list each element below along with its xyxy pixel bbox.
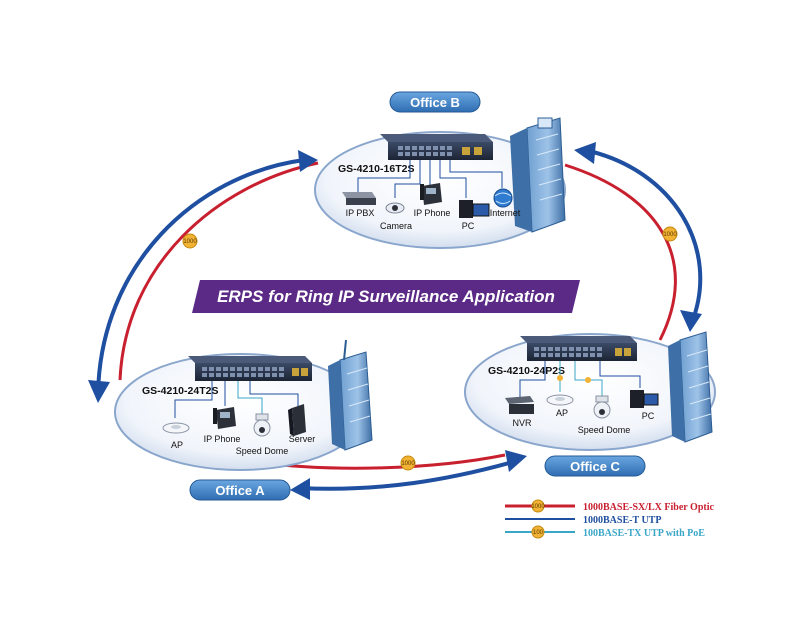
pc-icon [459,200,490,218]
office-b-group: GS-4210-16T2S IP PBX Camera IP Phone [314,91,566,249]
office-a-switch-icon [188,356,312,381]
office-c-group: GS-4210-24P2S NVR AP Speed Dome [464,331,716,477]
office-c-building-icon [668,331,713,443]
arrow-head-left-top [298,150,318,172]
office-b-building-icon [510,117,566,233]
ring-links: 1000 1000 1000 [88,142,703,500]
office-b-connections [357,160,503,198]
arrow-head-right-top [574,142,596,164]
arrow-head-left-bottom [88,380,110,403]
speed-dome-icon [253,413,271,437]
fiber-link-b-c [564,163,677,341]
office-c-device-label-2: AP [556,408,568,418]
office-a-device-label-3: Speed Dome [236,446,289,456]
utp-link-a-c [299,458,521,491]
internet-globe-icon [493,188,513,208]
speed-dome-icon [593,395,611,419]
svg-text:1000: 1000 [663,232,677,238]
svg-text:100: 100 [533,530,544,536]
office-c-label: Office C [570,459,620,474]
office-b-switch-model: GS-4210-16T2S [338,163,414,175]
office-c-device-label-3: Speed Dome [578,425,631,435]
fiber-link-b-a [118,161,319,381]
legend-fiber: 1000 1000BASE-SX/LX Fiber Optic [505,499,714,513]
legend-utp: 1000BASE-T UTP [505,515,661,526]
ip-pbx-icon [342,192,376,205]
legend-poe: 100 100BASE-TX UTP with PoE [505,525,705,539]
utp-link-b-a [96,158,305,396]
office-a-connections [174,381,226,418]
office-b-label: Office B [410,95,460,110]
office-a-building-icon [328,339,373,451]
server-icon [288,404,306,436]
office-a-device-label-2: IP Phone [204,434,241,444]
title-banner: ERPS for Ring IP Surveillance Applicatio… [192,280,580,313]
office-a-switch-model: GS-4210-24T2S [142,385,218,397]
office-c-switch-icon [520,336,637,361]
office-c-device-label-1: NVR [512,418,532,428]
office-b-device-label-4: PC [462,221,475,231]
office-b-label-badge: Office B [389,91,481,113]
utp-link-b-c [584,148,703,323]
office-b-switch-icon [380,134,493,160]
office-c-switch-model: GS-4210-24P2S [488,365,565,377]
office-c-ellipse [464,333,716,451]
page-title: ERPS for Ring IP Surveillance Applicatio… [217,287,555,306]
link-badge-bottom: 1000 [400,455,416,471]
office-c-connections [519,361,641,398]
ip-phone-icon [420,183,442,205]
svg-text:1000: 1000 [183,239,197,245]
office-b-device-label-3: IP Phone [414,208,451,218]
legend-label-utp: 1000BASE-T UTP [583,515,661,526]
link-badge-right: 1000 [662,226,678,242]
office-b-device-label-2: Camera [380,221,412,231]
nvr-icon [505,396,534,414]
svg-text:1000: 1000 [531,504,545,510]
office-c-label-badge: Office C [544,455,646,477]
legend: 1000 1000BASE-SX/LX Fiber Optic 1000BASE… [505,499,714,539]
pc-icon [630,390,659,408]
svg-text:1000: 1000 [401,461,415,467]
legend-label-fiber: 1000BASE-SX/LX Fiber Optic [583,502,714,513]
arrow-head-right-bottom [680,310,702,332]
office-c-device-label-4: PC [642,411,655,421]
ip-phone-icon [213,407,236,429]
access-point-icon [546,394,574,406]
arrow-head-bottom-right [505,450,527,472]
office-a-device-label-4: Server [289,434,316,444]
access-point-icon [162,422,190,434]
office-a-device-label-1: AP [171,440,183,450]
office-a-label-badge: Office A [189,479,291,501]
camera-icon [385,202,405,214]
office-a-group: GS-4210-24T2S AP IP Phone Speed Dome [114,339,373,501]
arrow-head-bottom-left [290,478,310,500]
office-b-device-label-5: Internet [490,208,521,218]
office-a-label: Office A [215,483,265,498]
legend-label-poe: 100BASE-TX UTP with PoE [583,528,705,539]
link-badge-left: 1000 [182,233,198,249]
office-b-device-label-1: IP PBX [346,208,375,218]
